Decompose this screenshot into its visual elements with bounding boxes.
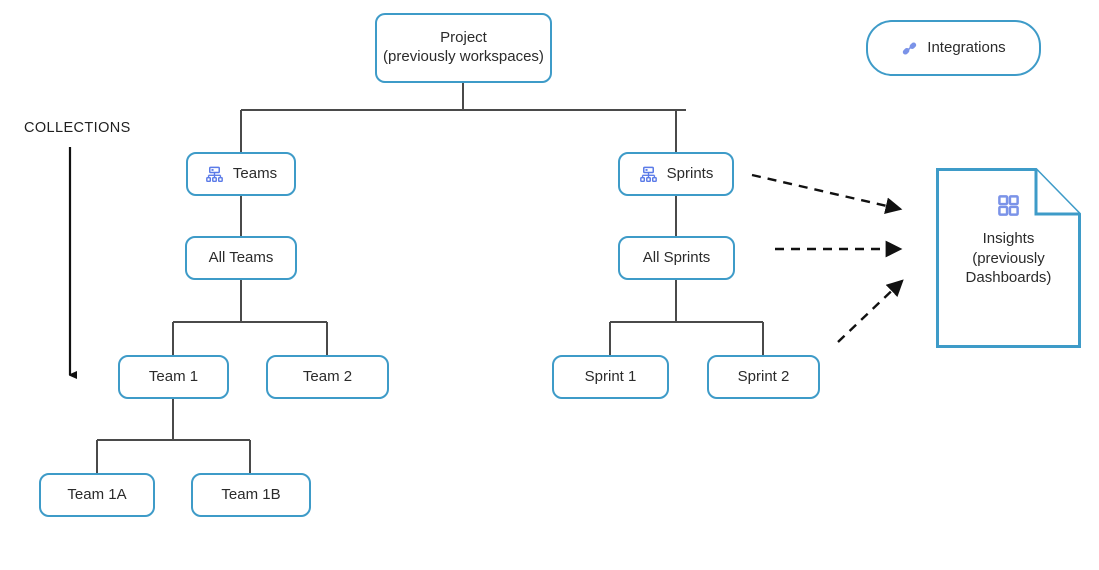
collections-label: COLLECTIONS <box>24 120 131 136</box>
node-project-label: Project (previously workspaces) <box>383 29 544 65</box>
node-sprint-2-label: Sprint 2 <box>737 367 790 385</box>
node-integrations[interactable]: Integrations <box>866 20 1041 76</box>
node-teams-label: Teams <box>232 164 278 182</box>
grid-dashboard-icon <box>997 194 1020 217</box>
node-team-2[interactable]: Team 2 <box>266 355 389 399</box>
node-sprint-1[interactable]: Sprint 1 <box>552 355 669 399</box>
node-project[interactable]: Project (previously workspaces) <box>375 13 552 83</box>
node-teams[interactable]: Teams <box>186 152 296 196</box>
node-team-1-label: Team 1 <box>148 367 199 385</box>
node-sprints[interactable]: Sprints <box>618 152 734 196</box>
edge-sprints-to-insights <box>751 173 903 214</box>
node-insights-label: Insights (previously Dashboards) <box>965 230 1052 286</box>
node-sprint-2[interactable]: Sprint 2 <box>707 355 820 399</box>
node-all-teams[interactable]: All Teams <box>185 236 297 280</box>
node-all-teams-label: All Teams <box>208 248 274 266</box>
node-team-1[interactable]: Team 1 <box>118 355 229 399</box>
sitemap-icon <box>205 165 224 184</box>
node-team-1b-label: Team 1B <box>221 485 281 503</box>
node-team-1a-label: Team 1A <box>67 485 127 503</box>
edge-sprint2-to-insights <box>837 279 904 343</box>
node-sprint-1-label: Sprint 1 <box>584 367 637 385</box>
sitemap-icon <box>639 165 658 184</box>
node-all-sprints[interactable]: All Sprints <box>618 236 735 280</box>
node-all-sprints-label: All Sprints <box>642 248 711 266</box>
node-team-1b[interactable]: Team 1B <box>191 473 311 517</box>
node-integrations-label: Integrations <box>927 38 1006 56</box>
node-sprints-label: Sprints <box>666 164 714 182</box>
node-team-1a[interactable]: Team 1A <box>39 473 155 517</box>
link-icon <box>901 40 918 57</box>
node-insights[interactable]: Insights (previously Dashboards) <box>936 168 1081 348</box>
document-shape <box>936 168 1081 348</box>
node-team-2-label: Team 2 <box>302 367 353 385</box>
